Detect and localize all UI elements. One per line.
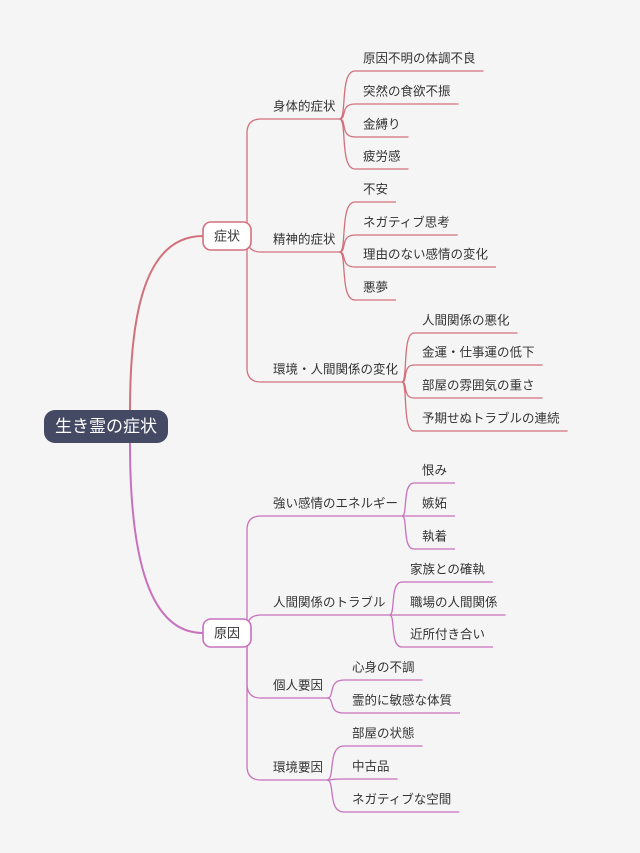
subtopic-label[interactable]: 精神的症状: [273, 232, 336, 247]
leaf-label[interactable]: 疲労感: [363, 149, 401, 164]
leaf-label[interactable]: 近所付き合い: [410, 627, 485, 642]
category-node-causes[interactable]: [202, 618, 252, 648]
leaf-label[interactable]: 金運・仕事運の低下: [422, 345, 535, 360]
leaf-label[interactable]: 部屋の状態: [352, 726, 415, 741]
connector-line: [326, 745, 345, 781]
connector-line: [401, 482, 415, 517]
connector-line: [246, 118, 340, 236]
connector-line: [339, 234, 356, 253]
leaf-label[interactable]: 金縛り: [363, 117, 401, 132]
leaf-label[interactable]: 恨み: [422, 463, 447, 478]
connector-line: [401, 381, 415, 432]
connector-line: [388, 581, 403, 616]
category-label[interactable]: 症状: [214, 230, 240, 245]
subtopic-label[interactable]: 環境要因: [273, 760, 323, 775]
leaf-label[interactable]: 不安: [363, 182, 388, 197]
connector-line: [388, 614, 403, 648]
subtopic-label[interactable]: 身体的症状: [273, 99, 336, 114]
connector-line: [246, 236, 403, 383]
leaf-label[interactable]: 理由のない感情の変化: [363, 247, 489, 262]
leaf-label[interactable]: 中古品: [352, 759, 390, 774]
leaf-label[interactable]: 霊的に敏感な体質: [352, 693, 452, 708]
leaf-label[interactable]: 心身の不調: [352, 660, 415, 675]
subtopic-label[interactable]: 個人要因: [273, 678, 323, 693]
subtopic-label[interactable]: 強い感情のエネルギー: [273, 496, 398, 511]
connector-line: [129, 442, 204, 634]
leaf-label[interactable]: 人間関係の悪化: [422, 313, 510, 328]
leaf-label[interactable]: ネガティブな空間: [352, 792, 451, 807]
leaf-label[interactable]: ネガティブ思考: [363, 215, 450, 230]
connector-lines: [129, 70, 568, 813]
connector-line: [338, 118, 356, 170]
subtopic-label[interactable]: 環境・人間関係の変化: [273, 362, 399, 377]
connector-line: [338, 251, 356, 301]
connector-line: [326, 679, 345, 699]
leaf-label[interactable]: 原因不明の体調不良: [363, 51, 476, 66]
leaf-label[interactable]: 家族との確執: [410, 562, 485, 577]
connector-line: [401, 515, 415, 550]
root-node[interactable]: [44, 410, 168, 443]
leaf-label[interactable]: 嫉妬: [422, 496, 447, 511]
connector-line: [326, 779, 345, 813]
connector-line: [338, 70, 356, 120]
connector-line: [326, 697, 345, 714]
leaf-label[interactable]: 執着: [422, 529, 447, 544]
connector-line: [401, 364, 415, 383]
root-node-label[interactable]: 生き霊の症状: [55, 417, 157, 437]
leaf-label[interactable]: 部屋の雰囲気の重さ: [422, 378, 535, 393]
subtopic-label[interactable]: 人間関係のトラブル: [273, 595, 386, 610]
connector-line: [246, 515, 403, 633]
leaf-label[interactable]: 予期せぬトラブルの連続: [422, 411, 560, 426]
connector-line: [246, 633, 328, 781]
connector-line: [246, 614, 390, 633]
category-label[interactable]: 原因: [214, 627, 240, 642]
connector-line: [339, 103, 356, 120]
leaf-label[interactable]: 職場の人間関係: [410, 595, 498, 610]
leaf-label[interactable]: 突然の食欲不振: [363, 84, 451, 99]
connector-line: [129, 235, 204, 411]
leaf-label[interactable]: 悪夢: [363, 280, 388, 295]
category-node-symptoms[interactable]: [202, 221, 252, 251]
connector-line: [338, 201, 356, 253]
connector-line: [401, 332, 415, 383]
